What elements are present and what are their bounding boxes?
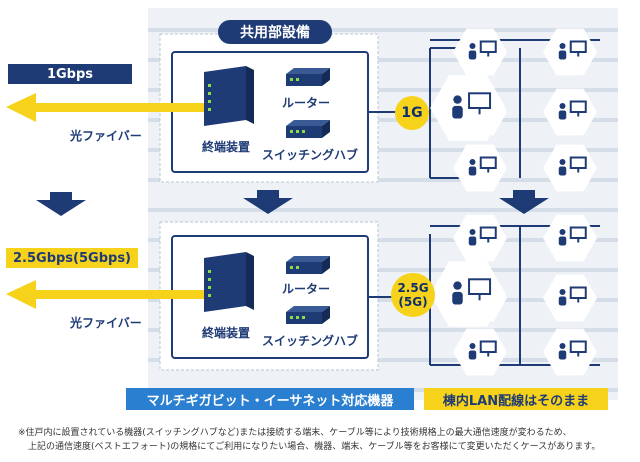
upper-speed-badge: 1Gbps — [8, 64, 132, 84]
user-pc-icon — [430, 261, 506, 327]
multigig-equipment-banner: マルチギガビット・イーサネット対応機器 — [126, 388, 414, 410]
footnote-line-1: ※住戸内に設置されている機器(スイッチングハブなど)または接続する端末、ケーブル… — [18, 428, 572, 438]
lower-lan-speed-badge: 2.5G (5G) — [391, 273, 435, 317]
user-pc-icon — [430, 75, 506, 141]
router-device-upper — [286, 68, 330, 86]
user-pc-icon — [543, 274, 597, 322]
upper-router-label: ルーター — [282, 96, 331, 110]
fiber-arrow-upper — [6, 93, 205, 122]
lower-lan-speed-line1: 2.5G — [397, 281, 429, 295]
down-arrows — [36, 190, 549, 216]
lan-unchanged-banner: 棟内LAN配線はそのまま — [424, 388, 608, 410]
multigig-equipment-label: マルチギガビット・イーサネット対応機器 — [146, 393, 394, 409]
footnote-line-2: 上記の通信速度(ベストエフォート)の規格にてご利用になりたい場合、機器、端末、ケ… — [28, 442, 601, 452]
upper-speed-label: 1Gbps — [46, 66, 94, 82]
user-pc-icon — [453, 28, 507, 76]
user-pc-icon — [543, 88, 597, 136]
lan-unchanged-label: 棟内LAN配線はそのまま — [442, 393, 590, 409]
router-device-lower — [286, 256, 330, 274]
user-pc-icon — [543, 328, 597, 376]
lower-lan-speed-line2: (5G) — [398, 295, 428, 309]
shared-equipment-badge: 共用部設備 — [218, 20, 332, 44]
lower-router-label: ルーター — [282, 282, 331, 296]
user-pc-icon — [453, 328, 507, 376]
upper-lan-speed-label: 1G — [401, 105, 423, 121]
lower-fiber-label: 光ファイバー — [70, 316, 142, 330]
lower-speed-badge: 2.5Gbps(5Gbps) — [6, 248, 138, 268]
lower-terminal-label: 終端装置 — [202, 326, 251, 340]
user-pc-icon — [543, 144, 597, 192]
lower-speed-label: 2.5Gbps(5Gbps) — [13, 250, 131, 266]
upper-lan-speed-badge: 1G — [395, 96, 429, 130]
user-pc-icon — [543, 214, 597, 262]
upper-fiber-label: 光ファイバー — [70, 129, 142, 143]
fiber-arrow-lower — [6, 280, 205, 309]
user-pc-icon — [453, 144, 507, 192]
switch-device-lower — [286, 306, 330, 324]
user-pc-icon — [453, 214, 507, 262]
switch-device-upper — [286, 120, 330, 138]
terminal-device-lower — [204, 252, 254, 312]
shared-equipment-label: 共用部設備 — [240, 25, 310, 41]
upper-terminal-label: 終端装置 — [202, 140, 251, 154]
user-pc-icon — [543, 28, 597, 76]
lower-switch-label: スイッチングハブ — [262, 334, 359, 348]
upper-switch-label: スイッチングハブ — [262, 148, 359, 162]
terminal-device-upper — [204, 66, 254, 126]
